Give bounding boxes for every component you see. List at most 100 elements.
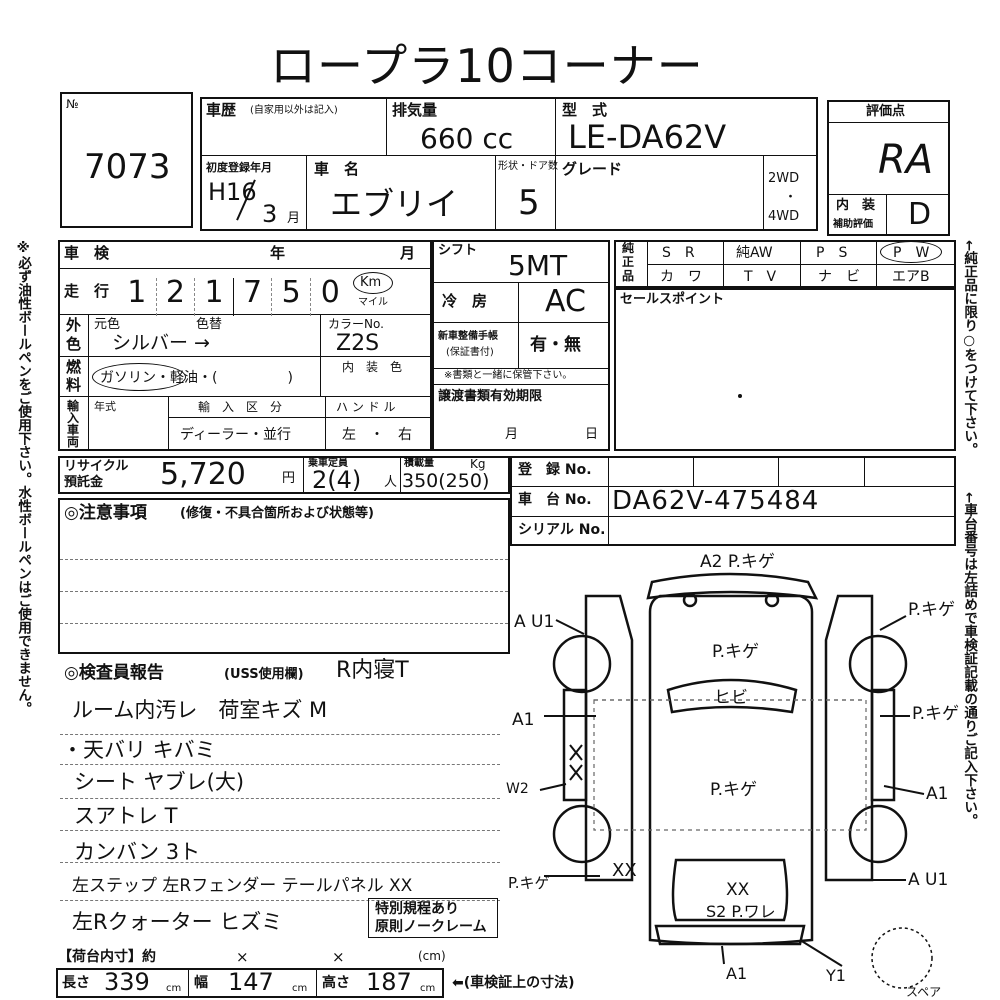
model-code-label: 型 式 (562, 101, 608, 119)
vehicle-info-grid (58, 240, 432, 451)
width-label: 幅 (194, 975, 208, 991)
inspector-line: 左Rクォーター ヒズミ (72, 910, 283, 934)
mark-windshield: ヒビ (714, 688, 748, 708)
equipment-aw: 純AW (736, 245, 773, 261)
car-name-value: エブリイ (330, 185, 459, 223)
load-value: 350(250) (402, 470, 490, 492)
registration-label: 登 録 No. (518, 462, 592, 478)
color-code-value: Z2S (336, 331, 380, 356)
mileage-unit-mile: マイル (358, 297, 388, 308)
mark-hood: P.キゲ (712, 642, 760, 662)
mark-rear-s2: S2 P.ワレ (706, 902, 776, 921)
sales-point-box (614, 288, 956, 451)
equipment-tv: T V (744, 269, 777, 285)
maintenance-value: 有・無 (530, 335, 581, 355)
capacity-unit: 人 (384, 475, 398, 490)
special-rule-line2: 原則ノークレーム (375, 919, 487, 935)
equipment-airbag: エアB (892, 269, 930, 285)
side-note-right-bottom: ←車台番号は左詰めで車検証記載の通りご記入下さい。 (961, 492, 978, 828)
load-label: 積載量 (404, 458, 434, 469)
fuel-label2: 料 (66, 376, 82, 394)
width-value: 147 (228, 968, 274, 996)
side-note-right-top: ←純正品に限り○をつけて下さい。 (961, 240, 978, 457)
rating-value: RA (878, 137, 934, 183)
length-label: 長さ (62, 975, 90, 991)
mileage-label: 走 行 (64, 282, 110, 300)
mark-right-front: P.キゲ (908, 600, 956, 620)
inspector-note: (USS使用欄) (224, 667, 304, 682)
shift-value: 5MT (508, 249, 568, 282)
handle-value: 左 ・ 右 (342, 427, 412, 443)
cargo-unit: (cm) (418, 949, 446, 963)
fuel-label1: 燃 (66, 358, 82, 376)
maintenance-note: ※書類と一緒に保管下さい。 (444, 370, 573, 381)
mileage-digit: 7 (234, 278, 273, 316)
mark-left-mid: A1 (512, 710, 535, 730)
interior-color-label: 内 装 色 (342, 360, 403, 374)
shift-ac-grid (432, 240, 610, 451)
maintenance-label2: (保証書付) (446, 347, 494, 358)
inspector-line: スアトレ T (74, 804, 178, 828)
mileage-digit: 5 (272, 278, 311, 316)
import-year-label: 年式 (94, 400, 116, 413)
rating-box (827, 100, 950, 236)
shift-label: シフト (438, 243, 478, 258)
import-label2: 入 (67, 411, 80, 425)
recycle-value: 5,720 (160, 457, 246, 492)
inspector-header-note: R内寝T (336, 658, 409, 683)
drive-4wd: 4WD (768, 209, 800, 224)
import-label3: 車 (67, 423, 80, 437)
transfer-month: 月 (505, 427, 519, 442)
chassis-label: 車 台 No. (518, 492, 592, 508)
inspection-label: 車 検 (64, 244, 110, 262)
repaint-color-label: 色替 (196, 317, 223, 332)
inspector-line: カンバン 3ト (74, 840, 201, 864)
caution-box (58, 498, 510, 654)
caution-label: ◎注意事項 (64, 503, 147, 523)
mark-bottom-a1: A1 (726, 964, 748, 983)
model-code-value: LE-DA62V (568, 118, 727, 156)
mark-right-bottom: A U1 (908, 870, 949, 890)
displacement-value: 660 cc (420, 122, 514, 155)
mileage-digit: 1 (195, 278, 234, 316)
mileage-digit: 0 (320, 275, 340, 310)
import-class-label: 輸 入 区 分 (198, 400, 283, 414)
ac-value: AC (545, 284, 586, 319)
inspector-line: ・天バリ キバミ (62, 738, 216, 762)
mileage-digit: 2 (157, 278, 196, 316)
equipment-sr: S R (662, 245, 695, 261)
interior-eval-label2: 補助評価 (833, 219, 873, 230)
equipment-label3: 品 (622, 269, 635, 283)
handle-label: ハ ン ド ル (336, 400, 396, 414)
length-value: 339 (104, 968, 150, 996)
recycle-unit: 円 (282, 471, 296, 486)
inspector-line: 左ステップ 左Rフェンダー テールパネル XX (72, 876, 413, 896)
lot-number: 7073 (84, 147, 171, 187)
cargo-x1: × (236, 948, 249, 966)
page-title: ロープラ10コーナー (270, 39, 704, 93)
dims-note: ⬅(車検証上の寸法) (452, 975, 575, 991)
import-label4: 両 (67, 435, 80, 449)
history-note: (自家用以外は記入) (250, 105, 338, 116)
doors-value: 5 (518, 183, 540, 223)
chassis-value: DA62V-475484 (612, 486, 820, 516)
grade-label: グレード (562, 160, 623, 178)
load-unit: Kg (470, 457, 486, 471)
mileage-digits: 1 2 1 7 5 0 (118, 272, 350, 316)
rating-label: 評価点 (866, 104, 906, 119)
side-note-left: ※必ず油性ボールペンをご使用下さい。水性ボールペンはご使用できません。 (15, 240, 32, 715)
lot-number-label: № (66, 97, 79, 111)
height-unit: cm (420, 983, 436, 994)
special-rule-box: 特別規程あり 原則ノークレーム (368, 898, 498, 938)
equipment-ps: P S (816, 245, 848, 261)
color-value: シルバー → (112, 332, 210, 354)
caution-note: (修復・不具合箇所および状態等) (180, 506, 374, 521)
mileage-unit-km: Km (360, 275, 382, 290)
mark-right-mid: P.キゲ (912, 704, 960, 724)
mark-right-rear: A1 (926, 784, 949, 804)
mark-bottom-y1: Y1 (826, 966, 846, 985)
cargo-x2: × (332, 948, 345, 966)
import-label1: 輸 (67, 399, 80, 413)
mark-roof: P.キゲ (710, 780, 758, 800)
dims-row (56, 968, 444, 998)
